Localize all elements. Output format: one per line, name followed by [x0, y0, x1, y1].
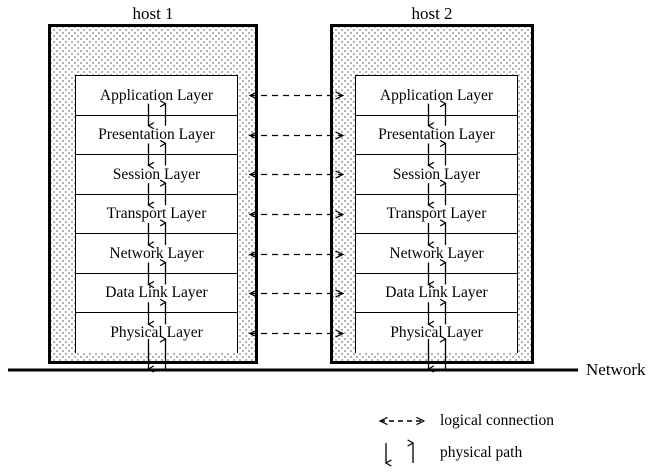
dashed-double-arrow-icon — [370, 406, 440, 436]
host-1-layer-stack: Application Layer Presentation Layer Ses… — [75, 75, 238, 353]
layer-row[interactable]: Presentation Layer — [356, 115, 517, 155]
layer-row[interactable]: Session Layer — [76, 155, 237, 195]
down-up-arrow-icon — [370, 438, 440, 468]
layer-label: Session Layer — [392, 165, 481, 183]
layer-label: Presentation Layer — [98, 126, 215, 143]
layer-label: Presentation Layer — [378, 126, 495, 143]
layer-label: Application Layer — [99, 86, 214, 104]
layer-row[interactable]: Data Link Layer — [76, 273, 237, 313]
layer-row[interactable]: Application Layer — [76, 76, 237, 116]
legend-item-physical-path: physical path — [370, 438, 522, 468]
layer-label: Physical Layer — [110, 324, 203, 341]
legend-label: logical connection — [440, 412, 555, 429]
layer-label: Physical Layer — [390, 324, 483, 341]
network-label: Network — [586, 360, 646, 379]
layer-label: Data Link Layer — [105, 284, 208, 301]
layer-label: Data Link Layer — [385, 284, 488, 301]
layer-row[interactable]: Physical Layer — [356, 313, 517, 353]
layer-label: Session Layer — [112, 165, 201, 183]
layer-label: Application Layer — [379, 86, 494, 104]
layer-row[interactable]: Data Link Layer — [356, 273, 517, 313]
host-2-layer-stack: Application Layer Presentation Layer Ses… — [355, 75, 518, 353]
host-1-title: host 1 — [132, 4, 174, 23]
legend-label: physical path — [440, 444, 523, 461]
legend-item-logical-connection: logical connection — [370, 406, 554, 436]
layer-row[interactable]: Transport Layer — [356, 194, 517, 234]
layer-row[interactable]: Physical Layer — [76, 313, 237, 353]
layer-row[interactable]: Network Layer — [356, 234, 517, 274]
host-2-title: host 2 — [411, 4, 453, 23]
layer-row[interactable]: Session Layer — [356, 155, 517, 195]
layer-row[interactable]: Transport Layer — [76, 194, 237, 234]
layer-row[interactable]: Presentation Layer — [76, 115, 237, 155]
layer-label: Transport Layer — [106, 205, 207, 222]
layer-label: Transport Layer — [386, 205, 487, 222]
layer-row[interactable]: Application Layer — [356, 76, 517, 116]
layer-row[interactable]: Network Layer — [76, 234, 237, 274]
layer-label: Network Layer — [389, 244, 484, 262]
layer-label: Network Layer — [109, 244, 204, 262]
